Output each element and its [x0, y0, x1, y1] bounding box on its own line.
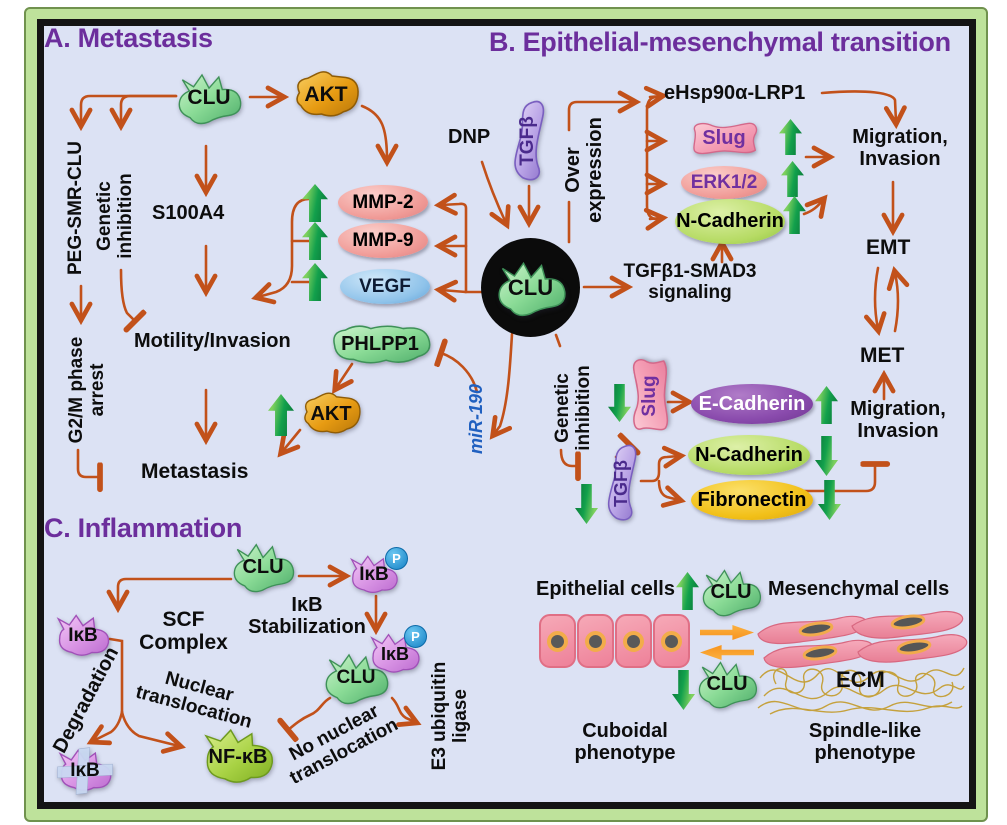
mesenchymal-cells-graphic [757, 610, 968, 669]
label-migration-invasion-2: Migration, Invasion [850, 398, 946, 442]
clu-complex-label: CLU [336, 667, 376, 688]
epithelial-cell [653, 614, 690, 668]
label-s100a4: S100A4 [152, 202, 225, 224]
nfkb-node: NF-κB [198, 724, 278, 790]
mmp2-label: MMP-2 [352, 191, 414, 213]
label-met: MET [860, 344, 905, 367]
label-cuboidal-phenotype: Cuboidal phenotype [574, 720, 676, 764]
mmp9-node: MMP-9 [338, 223, 428, 258]
fibronectin-label: Fibronectin [697, 488, 807, 511]
phlpp1-label: PHLPP1 [341, 332, 419, 355]
ikb-degraded-node: IκB [54, 746, 116, 796]
slug-node-b2: Slug [628, 358, 672, 434]
ikb-node-left: IκB [52, 612, 114, 660]
cell-nucleus-icon [661, 630, 682, 652]
cell-nucleus-icon [623, 630, 644, 652]
nfkb-label: NF-κB [208, 745, 268, 768]
clu-node-a: CLU [172, 70, 246, 126]
tgfb-node-b2: TGFβ [600, 444, 642, 522]
label-metastasis: Metastasis [141, 460, 249, 483]
ikb-label-left: IκB [68, 625, 98, 646]
label-genetic-inhibition-a: Genetic inhibition [94, 173, 136, 259]
label-spindle-phenotype: Spindle-like phenotype [808, 720, 922, 764]
phlpp1-node: PHLPP1 [326, 320, 434, 368]
clu-label-low: CLU [706, 672, 748, 695]
ikb-p-label: IκB [359, 564, 389, 585]
label-migration-invasion-1: Migration, Invasion [852, 126, 948, 170]
slug-label-b2: Slug [639, 375, 660, 417]
ikb-complex-node: IκB [366, 630, 424, 678]
label-motility-invasion: Motility/Invasion [134, 330, 291, 352]
ncadherin-node-b: N-Cadherin [675, 199, 785, 244]
slug-label-b: Slug [702, 126, 746, 149]
fibronectin-node: Fibronectin [691, 480, 813, 520]
epithelial-cell [539, 614, 576, 668]
ecm-fibers-graphic [757, 667, 965, 715]
clu-label-a: CLU [187, 86, 231, 109]
label-ecm: ECM [836, 667, 885, 692]
label-epithelial-cells: Epithelial cells [536, 578, 675, 600]
label-scf-complex: SCF Complex [139, 608, 228, 655]
epithelial-cell [615, 614, 652, 668]
phospho-badge-icon: P [385, 547, 408, 570]
tgfb-node-center: TGFβ [506, 100, 550, 182]
epithelial-cells-graphic [539, 614, 691, 670]
vegf-node: VEGF [340, 269, 430, 304]
clu-node-low: CLU [694, 658, 760, 710]
tgfb-label-b2: TGFβ [610, 459, 631, 507]
phospho-badge-icon: P [404, 625, 427, 648]
panel-b-title: B. Epithelial-mesenchymal transition [489, 27, 951, 57]
akt-label-a: AKT [304, 83, 348, 106]
slug-node-b: Slug [690, 118, 758, 158]
clu-label-high: CLU [710, 580, 752, 603]
akt-node-a: AKT [288, 68, 364, 122]
label-ehsp90-lrp1: eHsp90α-LRP1 [664, 82, 806, 104]
label-mesenchymal-cells: Mesenchymal cells [768, 578, 950, 600]
ecadherin-label: E-Cadherin [698, 392, 806, 415]
clu-node-high: CLU [698, 566, 764, 618]
clu-central-hub: CLU [481, 238, 580, 337]
phospho-label: P [392, 551, 401, 566]
label-peg-smr-clu: PEG-SMR-CLU [65, 140, 86, 276]
ikb-degraded-label: IκB [70, 760, 100, 781]
clu-label-center: CLU [507, 274, 554, 300]
akt-label-a2: AKT [310, 402, 352, 425]
erk12-label: ERK1/2 [690, 171, 758, 193]
ncadherin-label-b: N-Cadherin [676, 210, 784, 232]
clu-node-center: CLU [492, 258, 570, 318]
label-genetic-inhibition-b: Genetic inhibition [552, 365, 594, 451]
label-tgfb1-smad3: TGFβ1-SMAD3 signaling [623, 261, 757, 303]
label-mir190: miR-190 [466, 383, 486, 455]
epithelial-cell [577, 614, 614, 668]
ncadherin-node-b2: N-Cadherin [688, 435, 810, 475]
label-g2m-arrest: G2/M phase arrest [66, 336, 108, 444]
panel-a-title: A. Metastasis [44, 23, 213, 53]
ncadherin-label-b2: N-Cadherin [695, 443, 803, 466]
ikb-complex-label: IκB [380, 643, 410, 664]
cell-nucleus-icon [585, 630, 606, 652]
label-e3-ubiquitin-ligase: E3 ubiquitin ligase [429, 661, 471, 771]
clu-node-c: CLU [228, 540, 298, 594]
tgfb-label-center: TGFβ [517, 116, 538, 166]
label-ikb-stabilization: IκB Stabilization [248, 594, 366, 638]
ikb-p-node: IκB [346, 552, 402, 598]
cell-nucleus-icon [547, 630, 568, 652]
vegf-label: VEGF [359, 275, 411, 297]
phospho-label: P [411, 629, 420, 644]
mmp9-label: MMP-9 [352, 229, 414, 251]
label-dnp: DNP [448, 126, 491, 148]
clu-label-c: CLU [242, 555, 284, 578]
label-emt: EMT [866, 236, 911, 259]
ecadherin-node: E-Cadherin [691, 384, 813, 424]
mmp2-node: MMP-2 [338, 185, 428, 220]
label-overexpression: Over expression [562, 117, 606, 223]
erk12-node: ERK1/2 [681, 166, 767, 199]
akt-node-a2: AKT [296, 390, 366, 438]
clu-complex-node: CLU [320, 650, 392, 706]
panel-c-title: C. Inflammation [44, 513, 243, 543]
